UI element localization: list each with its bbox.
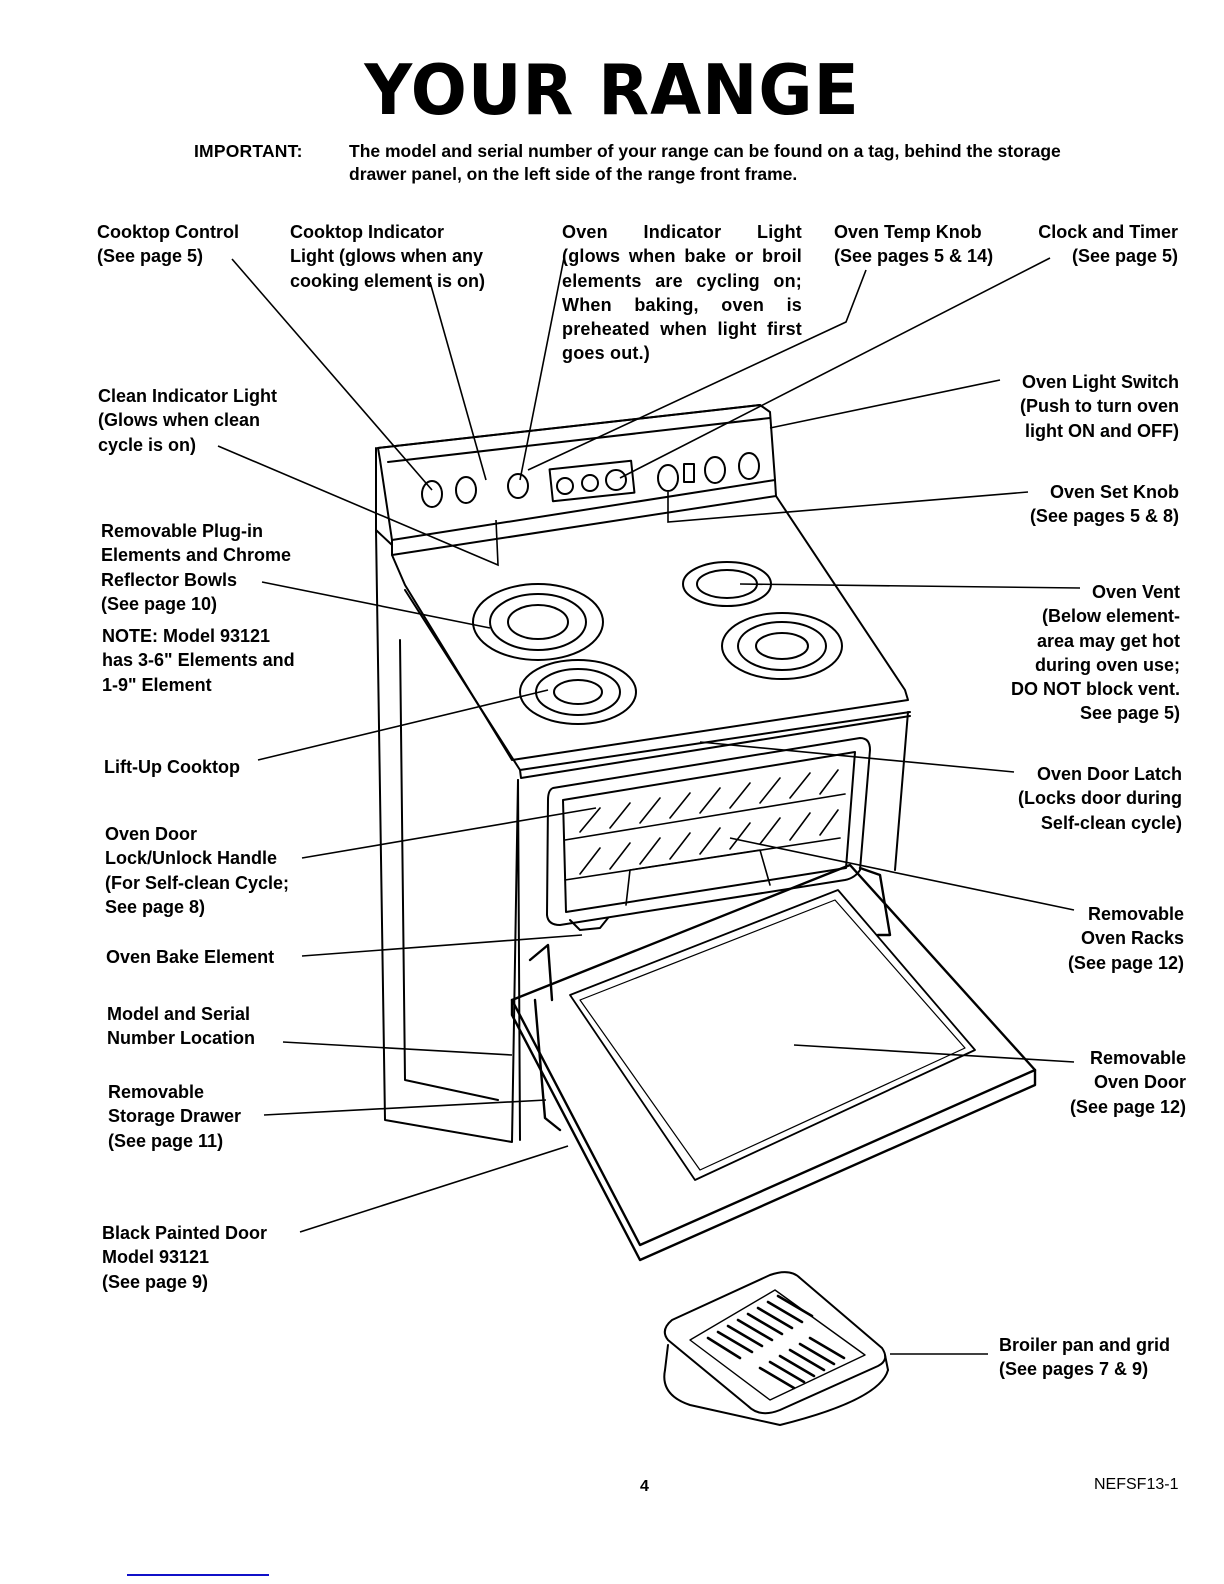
clock-window: [548, 459, 636, 503]
oven-racks: [564, 769, 846, 881]
leader-black-door: [299, 1145, 569, 1233]
important-label: IMPORTANT:: [194, 141, 303, 161]
leader-oven-racks: [729, 837, 1075, 911]
leader-plug-in-elements: [261, 581, 491, 629]
label-oven-light-switch: Oven Light Switch (Push to turn oven lig…: [1020, 372, 1179, 441]
label-broiler-pan: Broiler pan and grid (See pages 7 & 9): [999, 1335, 1171, 1380]
burner-rear-left: [535, 668, 621, 716]
label-oven-set-knob: Oven Set Knob (See pages 5 & 8): [1029, 482, 1179, 527]
label-cooktop-control: Cooktop Control (See page 5): [97, 222, 239, 267]
label-clock-and-timer: Clock and Timer (See page 5): [1038, 222, 1178, 267]
leader-oven-door: [793, 1044, 1075, 1063]
label-oven-temp-knob: Oven Temp Knob (See pages 5 & 14): [834, 222, 994, 267]
oven-door: [510, 863, 1037, 1262]
label-cooktop-indicator-light: Cooktop Indicator Light (glows when any …: [290, 222, 486, 291]
label-oven-vent: Oven Vent (Below element- area may get h…: [1010, 582, 1180, 724]
backguard: [375, 404, 777, 556]
label-oven-bake-element: Oven Bake Element: [106, 947, 275, 967]
bake-element-shape: [569, 917, 609, 931]
oven-cavity: [546, 737, 871, 931]
leader-oven-set-knob: [667, 491, 1029, 523]
range-body: [375, 529, 909, 1143]
page-title: YOUR RANGE: [364, 50, 860, 131]
leader-oven-indicator: [519, 257, 565, 481]
leader-model-serial: [282, 1041, 513, 1056]
burner-front-left: [489, 593, 587, 651]
broiler-grid-slots: [706, 1294, 846, 1390]
broiler-pan: [663, 1271, 889, 1426]
leader-oven-vent: [739, 583, 1081, 589]
knob-cooktop-1: [421, 480, 443, 508]
page-number: 4: [640, 1478, 649, 1495]
cooktop: [391, 495, 911, 779]
label-black-painted-door: Black Painted Door Model 93121 (See page…: [102, 1223, 268, 1292]
label-storage-drawer: Removable Storage Drawer (See page 11): [108, 1082, 242, 1151]
leader-cooktop-indicator: [429, 281, 487, 481]
label-clean-indicator-light: Clean Indicator Light (Glows when clean …: [98, 386, 278, 455]
leader-storage-drawer: [263, 1099, 547, 1116]
leader-clean-indicator: [217, 445, 499, 567]
leader-cooktop-control: [231, 258, 433, 491]
leader-oven-door-latch: [699, 741, 1015, 773]
leader-lock-handle: [301, 807, 597, 859]
label-oven-door-latch: Oven Door Latch (Locks door during Self-…: [1018, 764, 1182, 833]
leader-lift-up-cooktop: [257, 689, 549, 761]
label-lock-unlock-handle: Oven Door Lock/Unlock Handle (For Self-c…: [105, 824, 290, 917]
leader-oven-light-switch: [769, 379, 1001, 429]
leader-lines: [217, 257, 1081, 1355]
label-lift-up-cooktop: Lift-Up Cooktop: [104, 757, 240, 777]
important-text: The model and serial number of your rang…: [349, 141, 1061, 184]
burner-rear-left-bowl: [519, 659, 637, 725]
burner-front-right: [737, 621, 827, 671]
knob-cooktop-2: [455, 476, 477, 504]
link-underline[interactable]: [127, 1574, 269, 1576]
document-code: NEFSF13-1: [1094, 1476, 1179, 1493]
label-plug-in-elements: Removable Plug-in Elements and Chrome Re…: [101, 521, 292, 614]
label-oven-racks: Removable Oven Racks (See page 12): [1067, 904, 1184, 973]
burner-front-right-bowl: [721, 612, 843, 680]
leader-bake-element: [301, 934, 583, 957]
leader-oven-temp-knob: [527, 269, 867, 471]
label-oven-indicator-light: Oven Indicator Light (glows when bake or…: [562, 222, 802, 364]
control-knobs: [421, 452, 760, 508]
label-model-note: NOTE: Model 93121 has 3-6" Elements and …: [102, 626, 295, 695]
knob-oven-temp: [657, 464, 679, 492]
label-model-serial-location: Model and Serial Number Location: [107, 1004, 256, 1049]
leader-clock-timer: [619, 257, 1051, 479]
oven-light-switch-shape: [683, 463, 695, 483]
label-removable-oven-door: Removable Oven Door (See page 12): [1069, 1048, 1186, 1117]
burner-front-left-bowl: [472, 583, 604, 661]
knob-oven-indicator: [507, 473, 529, 499]
